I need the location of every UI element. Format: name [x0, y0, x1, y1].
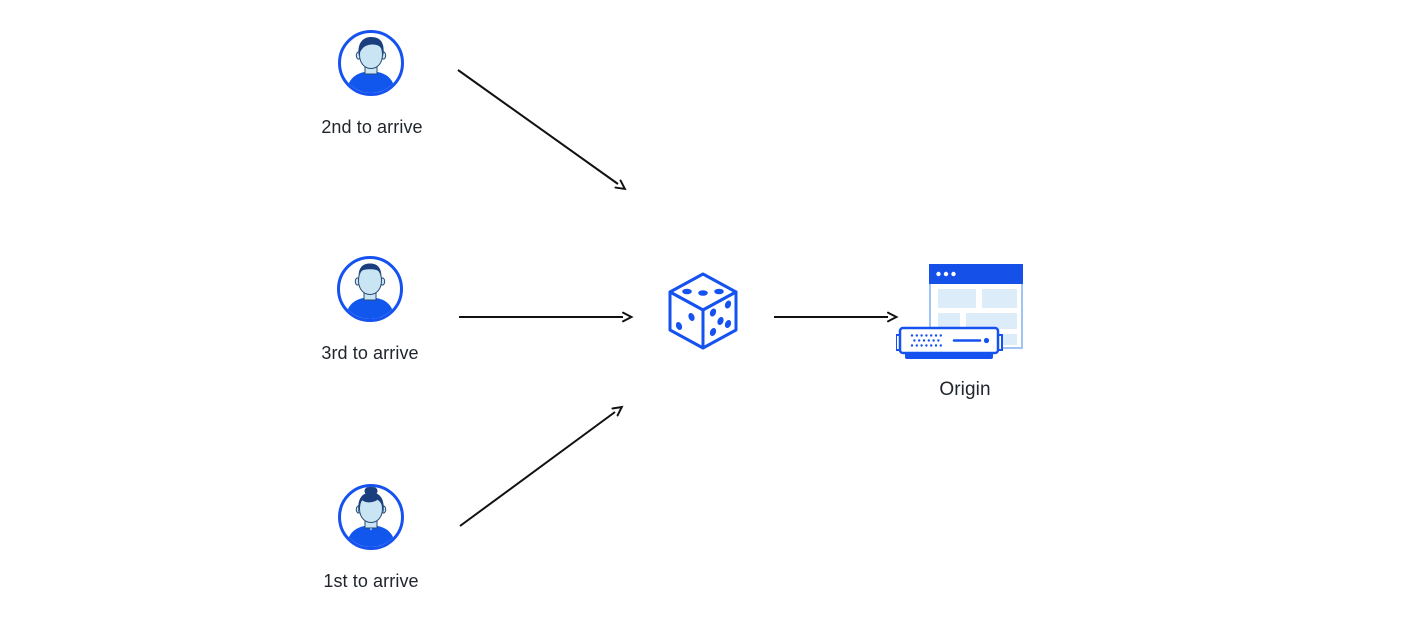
avatar-male-short-hair-icon [337, 256, 403, 322]
origin-browser-server-icon [896, 264, 1023, 359]
dice-icon [668, 272, 738, 350]
avatar-female-bun-hair-icon [338, 484, 404, 550]
actor-label-3rd: 3rd to arrive [321, 343, 419, 363]
actor-label-2nd: 2nd to arrive [321, 117, 423, 137]
avatar-male-wavy-hair-icon [338, 30, 404, 96]
arrow-user-a-to-dice [457, 69, 627, 191]
actor-label-1st: 1st to arrive [323, 571, 419, 591]
origin-label: Origin [939, 379, 991, 400]
server-icon [896, 326, 1003, 359]
arrow-user-c-to-dice [459, 405, 624, 527]
